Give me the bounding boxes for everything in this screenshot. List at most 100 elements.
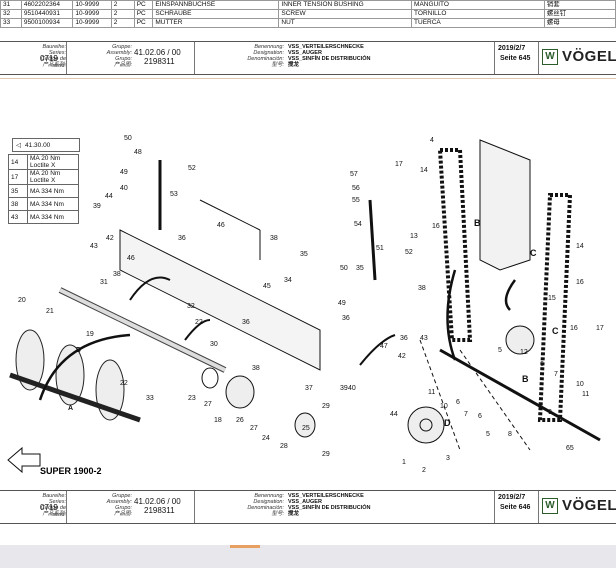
date-page-cell-bottom: 2019/2/7 Seite 646 bbox=[494, 491, 539, 523]
page-number: Seite 645 bbox=[500, 55, 531, 62]
torque-tool-icon: ◁ bbox=[16, 142, 21, 149]
desc-value-es: VSS_SINFÍN DE DISTRIBUCIÓN bbox=[288, 56, 371, 62]
direction-arrow-icon bbox=[7, 446, 41, 474]
svg-text:6: 6 bbox=[478, 413, 482, 420]
svg-text:C: C bbox=[530, 248, 537, 258]
svg-text:10: 10 bbox=[576, 381, 584, 388]
parts-cell-unit: PC bbox=[133, 0, 154, 10]
svg-text:38: 38 bbox=[252, 365, 260, 372]
series-value: 0719 bbox=[40, 54, 58, 63]
desc-label-de-bottom: Benennung: bbox=[254, 493, 284, 499]
w-logo-icon: W bbox=[542, 497, 558, 514]
svg-text:B: B bbox=[522, 374, 529, 384]
group-label-es: Grupo: bbox=[115, 56, 132, 62]
svg-text:65: 65 bbox=[566, 445, 574, 452]
parts-cell-part: 9510440931 bbox=[20, 9, 74, 19]
parts-cell-pos: 33 bbox=[0, 18, 22, 28]
svg-text:54: 54 bbox=[354, 221, 362, 228]
svg-text:42: 42 bbox=[398, 353, 406, 360]
torque-spec: MA 334 Nm bbox=[30, 187, 64, 195]
parts-cell-range: 10-9999 bbox=[72, 9, 112, 19]
svg-text:32: 32 bbox=[187, 303, 195, 310]
series-label-en-bottom: Series: bbox=[48, 499, 66, 505]
svg-text:21: 21 bbox=[46, 308, 54, 315]
torque-part-no: 35 bbox=[8, 184, 28, 198]
drive-chain-right bbox=[537, 193, 573, 422]
svg-text:24: 24 bbox=[262, 435, 270, 442]
svg-text:49: 49 bbox=[338, 300, 346, 307]
svg-text:15: 15 bbox=[548, 295, 556, 302]
series-label-en: Series: bbox=[48, 50, 66, 56]
svg-text:10: 10 bbox=[440, 403, 448, 410]
svg-text:D: D bbox=[76, 347, 81, 354]
desc-label-en: Designation: bbox=[253, 50, 284, 56]
svg-text:47: 47 bbox=[380, 343, 388, 350]
scroll-indicator[interactable] bbox=[230, 545, 260, 548]
series-label-de: Baureihe: bbox=[42, 44, 66, 50]
parts-cell-de: EINSPANNBUCHSE bbox=[152, 0, 280, 10]
svg-text:34: 34 bbox=[284, 277, 292, 284]
svg-text:38: 38 bbox=[418, 285, 426, 292]
svg-text:56: 56 bbox=[352, 185, 360, 192]
group-label-de-bottom: Gruppe: bbox=[112, 493, 132, 499]
parts-cell-es: TUERCA bbox=[411, 18, 545, 28]
brand-logo-bottom: W VÖGELE bbox=[542, 497, 616, 514]
group-number: 2198311 bbox=[144, 57, 175, 66]
svg-text:39: 39 bbox=[93, 203, 101, 210]
svg-text:3: 3 bbox=[446, 455, 450, 462]
designation-cell: Benennung: Designation: Denominación: 型号… bbox=[194, 42, 495, 74]
title-block-top: Baureihe: Series: Código de serie: 产品系列:… bbox=[0, 41, 616, 75]
svg-text:36: 36 bbox=[178, 235, 186, 242]
svg-text:46: 46 bbox=[127, 255, 135, 262]
svg-text:5: 5 bbox=[498, 347, 502, 354]
parts-cell-de: SCHRAUBE bbox=[152, 9, 280, 19]
svg-text:35: 35 bbox=[300, 251, 308, 258]
parts-cell-range: 10-9999 bbox=[72, 0, 112, 10]
svg-text:44: 44 bbox=[390, 411, 398, 418]
svg-text:55: 55 bbox=[352, 197, 360, 204]
series-label-de-bottom: Baureihe: bbox=[42, 493, 66, 499]
svg-text:1: 1 bbox=[402, 459, 406, 466]
group-label-en: Assembly: bbox=[106, 50, 132, 56]
group-label-en-bottom: Assembly: bbox=[106, 499, 132, 505]
svg-text:16: 16 bbox=[432, 223, 440, 230]
desc-value-de: VSS_VERTEILERSCHNECKE bbox=[288, 44, 364, 50]
desc-label-es-bottom: Denominación: bbox=[247, 505, 284, 511]
svg-text:18: 18 bbox=[214, 417, 222, 424]
svg-text:14: 14 bbox=[576, 243, 584, 250]
svg-text:D: D bbox=[444, 418, 451, 428]
torque-spec: MA 334 Nm bbox=[30, 200, 64, 208]
svg-text:B: B bbox=[474, 218, 481, 228]
svg-text:17: 17 bbox=[596, 325, 604, 332]
date-bottom: 2019/2/7 bbox=[498, 494, 526, 501]
svg-text:6: 6 bbox=[540, 361, 544, 368]
torque-note: Loctite X bbox=[30, 162, 56, 169]
series-cell-bottom: Baureihe: Series: Código de serie: 产品系列: bbox=[0, 491, 67, 523]
svg-text:26: 26 bbox=[236, 417, 244, 424]
svg-text:12: 12 bbox=[520, 349, 528, 356]
date-page-cell: 2019/2/7 Seite 645 bbox=[494, 42, 539, 74]
date: 2019/2/7 bbox=[498, 45, 526, 52]
svg-text:36: 36 bbox=[242, 319, 250, 326]
group-label-zh-bottom: 产品图: bbox=[113, 511, 132, 517]
svg-text:44: 44 bbox=[105, 193, 113, 200]
desc-value-es-bottom: VSS_SINFÍN DE DISTRIBUCIÓN bbox=[288, 505, 371, 511]
parts-cell-en: NUT bbox=[278, 18, 413, 28]
svg-text:17: 17 bbox=[395, 161, 403, 168]
svg-text:43: 43 bbox=[420, 335, 428, 342]
svg-text:38: 38 bbox=[270, 235, 278, 242]
svg-text:2: 2 bbox=[422, 467, 426, 474]
parts-cell-qty: 2 bbox=[110, 9, 135, 19]
svg-text:33: 33 bbox=[146, 395, 154, 402]
auger-blades-left bbox=[9, 329, 141, 423]
svg-text:13: 13 bbox=[410, 233, 418, 240]
torque-part-no: 43 bbox=[8, 210, 28, 224]
torque-reference: 41.30.00 bbox=[25, 141, 51, 149]
group-label-zh: 产品图: bbox=[113, 62, 132, 68]
